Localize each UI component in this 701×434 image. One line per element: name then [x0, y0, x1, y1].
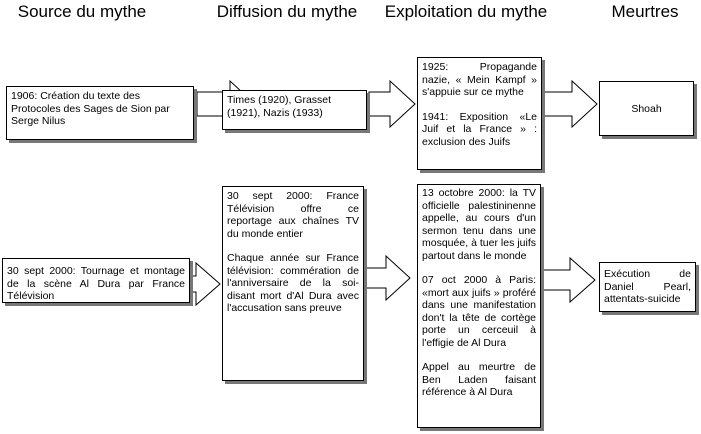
diffusion-2000-text: 30 sept 2000: France Télévision offre ce… [227, 190, 359, 240]
exploitation-1941-text: 1941: Exposition «Le Juif et la France »… [422, 110, 537, 148]
box-source-1906: 1906: Création du texte des Protocoles d… [6, 86, 194, 140]
source-al-dura-text: 30 sept 2000: Tournage et montage de la … [7, 265, 185, 302]
diffusion-anniversaire-text: Chaque année sur France télévision: comm… [227, 252, 359, 314]
box-exploitation-al-dura: 13 octobre 2000: la TV officielle palest… [417, 184, 541, 428]
arrow-row1-2 [368, 79, 416, 129]
arrow-row2-3 [542, 256, 596, 304]
box-diffusion-al-dura: 30 sept 2000: France Télévision offre ce… [222, 186, 364, 381]
shoah-text: Shoah [631, 103, 662, 115]
header-source: Source du mythe [17, 2, 147, 21]
source-1906-text: 1906: Création du texte des Protocoles d… [11, 90, 170, 127]
arrow-row2-2 [365, 254, 411, 302]
header-meurtres: Meurtres [611, 2, 679, 21]
box-shoah: Shoah [599, 81, 694, 136]
arrow-row1-3 [543, 79, 598, 129]
arrow-row2-1 [191, 261, 221, 307]
box-daniel-pearl: Exécution de Daniel Pearl, attentats-sui… [599, 262, 696, 312]
exploitation-ben-laden-text: Appel au meurtre de Ben Laden faisant ré… [422, 361, 536, 398]
exploitation-paris-text: 07 oct 2000 à Paris: «mort aux juifs » p… [422, 274, 536, 349]
header-diffusion: Diffusion du mythe [216, 2, 358, 21]
daniel-pearl-text: Exécution de Daniel Pearl, attentats-sui… [604, 268, 691, 305]
diffusion-1920-text: Times (1920), Grasset (1921), Nazis (193… [227, 94, 332, 119]
box-diffusion-1920: Times (1920), Grasset (1921), Nazis (193… [222, 90, 367, 130]
exploitation-tv-text: 13 octobre 2000: la TV officielle palest… [422, 187, 536, 262]
box-source-al-dura: 30 sept 2000: Tournage et montage de la … [2, 258, 190, 303]
header-exploitation: Exploitation du mythe [384, 2, 548, 21]
exploitation-1925-text: 1925: Propagande nazie, « Mein Kampf » s… [422, 61, 537, 98]
box-exploitation-1925: 1925: Propagande nazie, « Mein Kampf » s… [417, 57, 542, 170]
